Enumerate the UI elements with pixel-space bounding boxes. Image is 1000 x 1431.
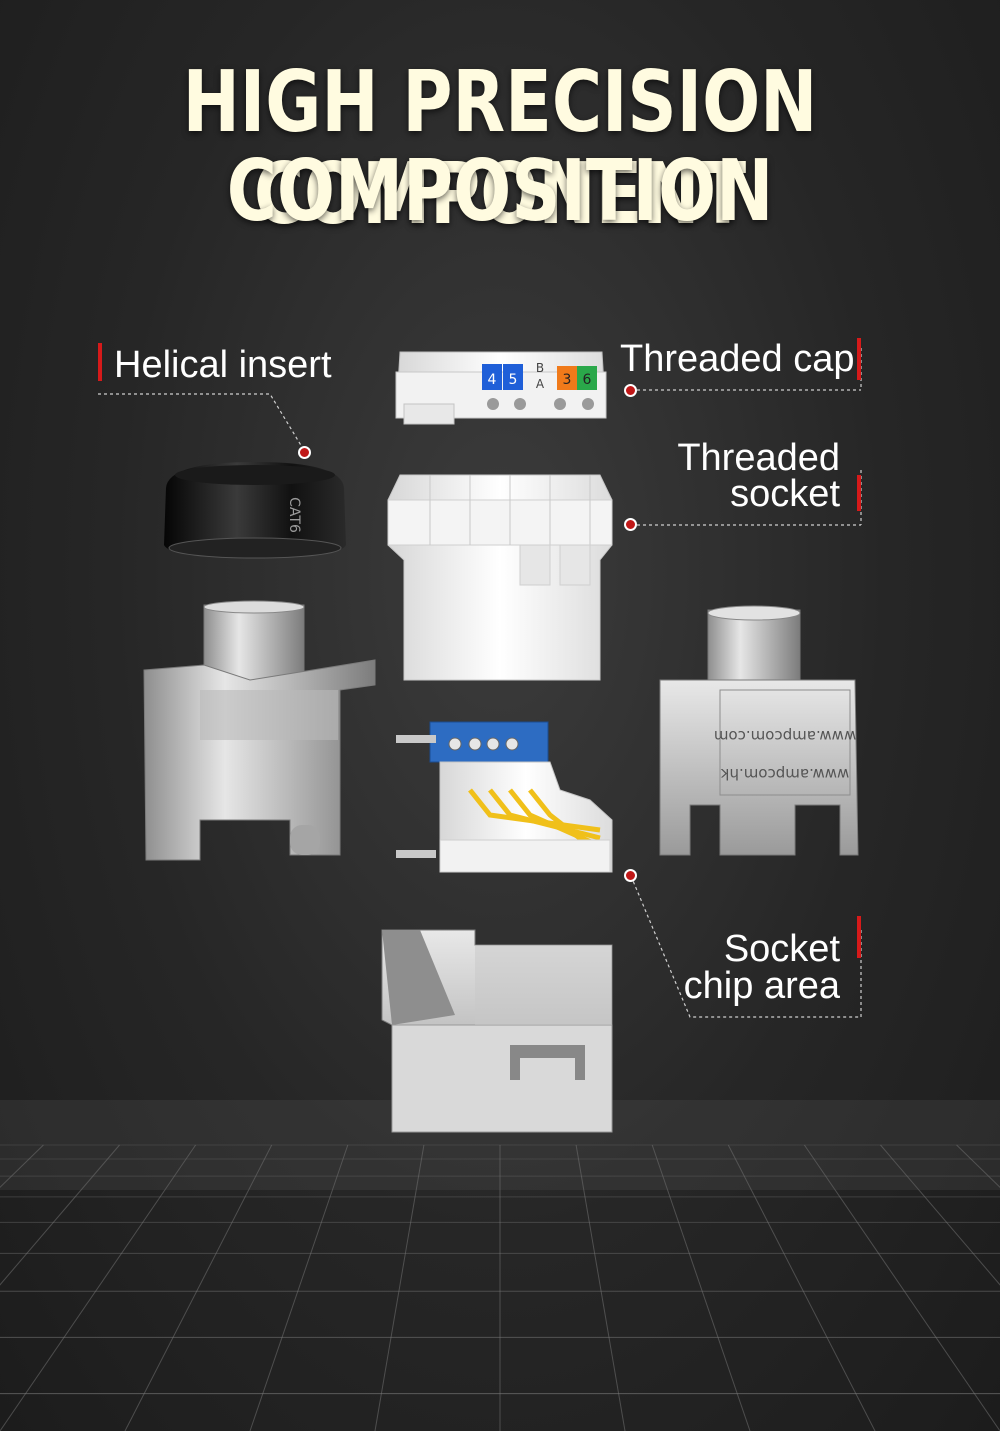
- label-threaded-socket-line-1: Threaded: [677, 437, 840, 479]
- threaded-socket-marker: [857, 475, 861, 511]
- pin-label-5: 5: [509, 372, 518, 388]
- cap-print-cat6: CAT6: [286, 497, 302, 533]
- threaded-cap-dot: [624, 384, 637, 397]
- pin-label-3: 3: [563, 372, 572, 388]
- threaded-socket-dot: [624, 518, 637, 531]
- label-helical-insert: Helical insert: [114, 344, 332, 386]
- left-shield-part: [143, 600, 376, 861]
- socket-chip-marker: [857, 916, 861, 958]
- pin-blue-b: [503, 364, 523, 390]
- pin-label-b: B: [536, 361, 544, 375]
- threaded-cap-marker: [857, 338, 861, 380]
- helical-insert-marker: [98, 343, 102, 381]
- label-threaded-socket-line-2: socket: [730, 473, 840, 515]
- pin-label-4: 4: [488, 372, 497, 388]
- shield-print-1: www.ampcom.com: [714, 727, 856, 745]
- pin-blue-a: [482, 364, 502, 390]
- right-shield-part: www.ampcom.com www.ampcom.hk: [659, 605, 859, 856]
- shield-print-2: www.ampcom.hk: [720, 765, 849, 783]
- helical-insert-part: CAT6: [164, 462, 346, 559]
- threaded-socket-part: [387, 474, 613, 681]
- helical-insert-dot: [298, 446, 311, 459]
- helical-insert-line: [98, 393, 306, 453]
- label-threaded-cap: Threaded cap: [620, 338, 855, 380]
- pin-green: [577, 366, 597, 390]
- page-title-line-1: HIGH PRECISION COMPONENT: [182, 51, 818, 244]
- pin-label-a: A: [536, 377, 545, 391]
- label-socket-chip-line-1: Socket: [723, 928, 840, 970]
- pin-orange: [557, 366, 577, 390]
- socket-chip-dot: [624, 869, 637, 882]
- label-socket-chip-line-2: chip area: [683, 965, 840, 1007]
- threaded-cap-part: 4 5 B A 3 6: [395, 351, 607, 425]
- socket-chip-line: [630, 875, 861, 1018]
- pin-label-6: 6: [583, 372, 592, 388]
- page-title-line-2: COMPOSITION: [226, 140, 774, 241]
- keystone-housing-part: [381, 929, 613, 1133]
- socket-chip-part: [396, 721, 613, 873]
